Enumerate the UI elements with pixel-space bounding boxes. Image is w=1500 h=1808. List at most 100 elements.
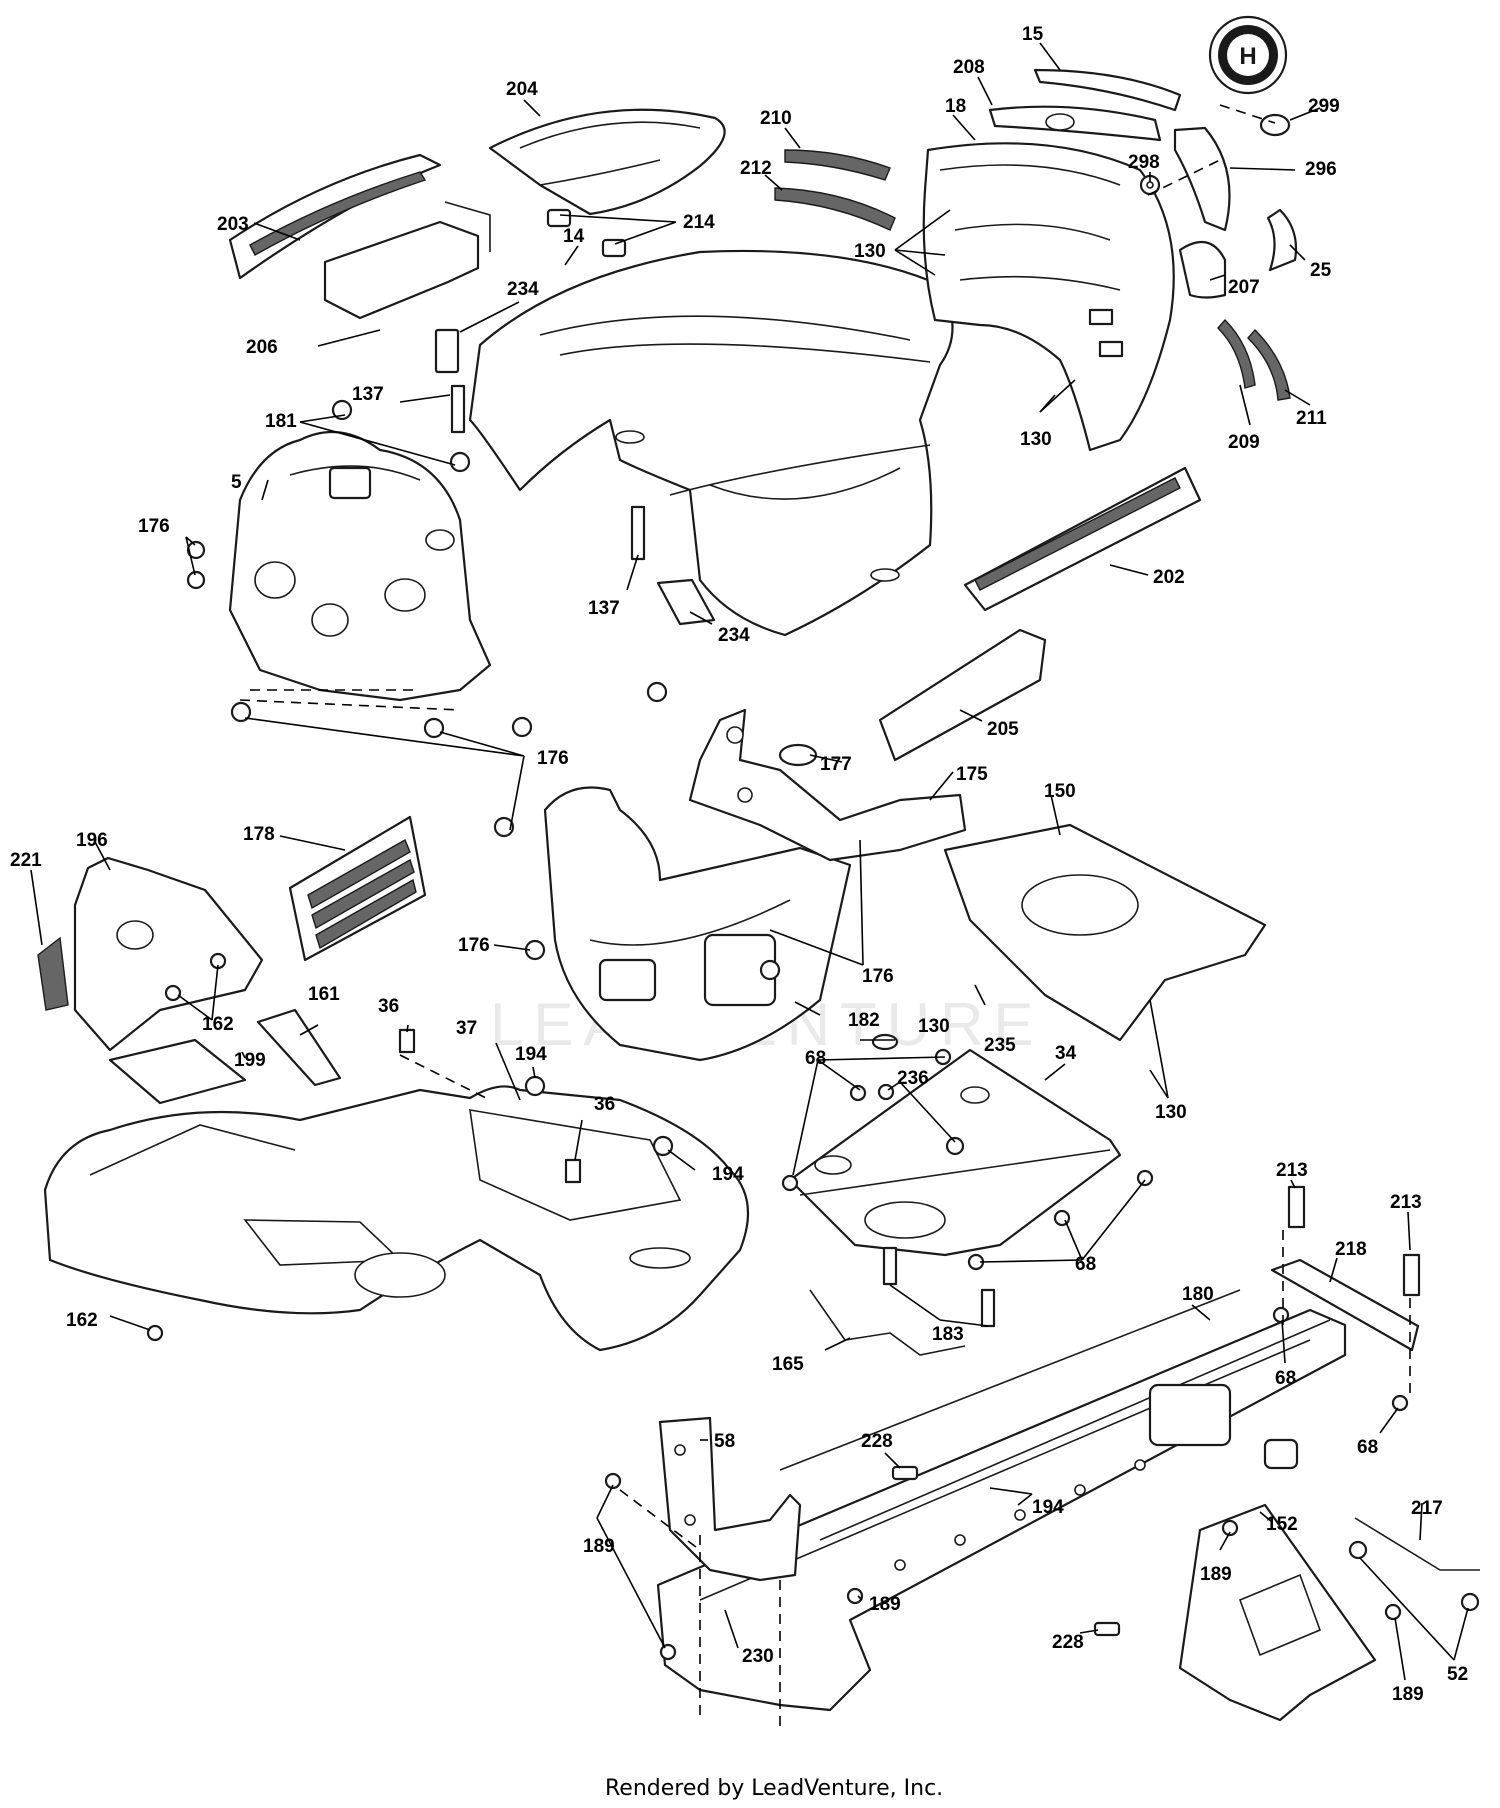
callout-68c: 68	[1275, 1368, 1296, 1389]
callout-298: 298	[1128, 152, 1160, 173]
callout-165: 165	[772, 1354, 804, 1375]
callout-177: 177	[820, 754, 852, 775]
callout-212: 212	[740, 158, 772, 179]
part-18-front-bumper	[922, 142, 1175, 452]
part-211-grille	[1247, 328, 1291, 401]
callout-130c: 130	[918, 1016, 950, 1037]
callout-178: 178	[243, 824, 275, 845]
callout-218: 218	[1335, 1239, 1367, 1260]
callout-130b: 130	[1020, 429, 1052, 450]
callout-209: 209	[1228, 432, 1260, 453]
callout-221: 221	[10, 850, 42, 871]
assembly-lines	[239, 104, 1411, 1730]
callout-137a: 137	[352, 384, 384, 405]
part-196-fender-pod	[73, 856, 264, 1052]
part-234-label-b	[656, 578, 716, 626]
callout-176d: 176	[862, 966, 894, 987]
callout-52: 52	[1447, 1664, 1468, 1685]
callout-36b: 36	[594, 1094, 615, 1115]
part-182-lower-dash	[543, 786, 852, 1062]
part-214-clips	[546, 208, 627, 258]
part-15-strip	[1033, 68, 1182, 112]
part-212-grille	[774, 187, 896, 231]
callout-205: 205	[987, 719, 1019, 740]
callout-labels: 15 208 299 204 18 210 212 298 296 214 20…	[10, 24, 1468, 1705]
part-235-washer	[871, 1033, 899, 1051]
callout-189b: 189	[869, 1594, 901, 1615]
callout-176b: 176	[537, 748, 569, 769]
callout-228b: 228	[1052, 1632, 1084, 1653]
callout-25: 25	[1310, 260, 1332, 281]
callout-235: 235	[984, 1035, 1016, 1056]
callout-210: 210	[760, 108, 792, 129]
callout-213a: 213	[1276, 1160, 1308, 1181]
part-165-rod	[809, 1289, 966, 1356]
callout-68b: 68	[1075, 1254, 1096, 1275]
callout-234a: 234	[507, 279, 539, 300]
part-203-grille	[228, 153, 442, 280]
part-181-plugs	[331, 399, 471, 473]
callout-18: 18	[945, 96, 966, 117]
part-177-bushing	[778, 743, 818, 767]
part-162-screws	[146, 952, 227, 1342]
part-161-lever-cover	[256, 1008, 342, 1087]
callout-182: 182	[848, 1010, 880, 1031]
part-299-badge	[1259, 113, 1291, 137]
callout-137b: 137	[588, 598, 620, 619]
part-52-nuts	[1348, 1540, 1480, 1612]
callout-189a: 189	[583, 1536, 615, 1557]
part-207-headlight-housing	[1178, 240, 1227, 299]
part-208-trim	[988, 105, 1162, 142]
part-178-grille-plate	[288, 815, 427, 962]
part-228-pins	[891, 1465, 1121, 1637]
part-236-bushings	[877, 1083, 965, 1156]
callout-37: 37	[456, 1018, 477, 1039]
part-234-label-a	[434, 328, 460, 374]
callout-68d: 68	[1357, 1437, 1378, 1458]
part-210-grille	[784, 149, 891, 181]
part-175-steering-bracket	[688, 708, 967, 862]
callout-5: 5	[231, 472, 242, 493]
callout-68a: 68	[805, 1048, 826, 1069]
callout-189d: 189	[1392, 1684, 1424, 1705]
callout-162a: 162	[202, 1014, 234, 1035]
callout-176c: 176	[458, 935, 490, 956]
callout-207: 207	[1228, 277, 1260, 298]
callout-162b: 162	[66, 1310, 98, 1331]
callout-58: 58	[714, 1431, 735, 1452]
part-150-shroud	[943, 823, 1267, 1042]
callout-234b: 234	[718, 625, 750, 646]
callout-214: 214	[683, 212, 715, 233]
callout-203: 203	[217, 214, 249, 235]
part-25-trim-clip	[1266, 208, 1298, 272]
part-37-rear-fender	[43, 1085, 750, 1352]
part-218-plate	[1270, 1258, 1420, 1352]
callout-34: 34	[1055, 1043, 1077, 1064]
callout-199: 199	[234, 1050, 266, 1071]
callout-152: 152	[1266, 1514, 1298, 1535]
part-206-bracket	[323, 201, 491, 320]
svg-text:H: H	[1239, 43, 1256, 70]
part-152-guard	[1178, 1503, 1377, 1722]
callout-130a: 130	[854, 241, 886, 262]
part-213-bolts	[1287, 1185, 1421, 1297]
part-221-decal	[37, 936, 69, 1011]
callout-194a: 194	[515, 1044, 547, 1065]
callout-15: 15	[1022, 24, 1044, 45]
callout-161: 161	[308, 984, 340, 1005]
part-199-plate	[108, 1038, 247, 1105]
callout-194b: 194	[712, 1164, 744, 1185]
callout-36a: 36	[378, 996, 399, 1017]
callout-230: 230	[742, 1646, 774, 1667]
leader-lines	[30, 42, 1469, 1681]
callout-189c: 189	[1200, 1564, 1232, 1585]
callout-211: 211	[1296, 408, 1327, 429]
callout-217: 217	[1411, 1498, 1443, 1519]
callout-204: 204	[506, 79, 538, 100]
callout-213b: 213	[1390, 1192, 1422, 1213]
part-58-bracket	[658, 1416, 802, 1582]
callout-206: 206	[246, 337, 278, 358]
callout-299: 299	[1308, 96, 1340, 117]
part-209-grille	[1217, 318, 1256, 389]
